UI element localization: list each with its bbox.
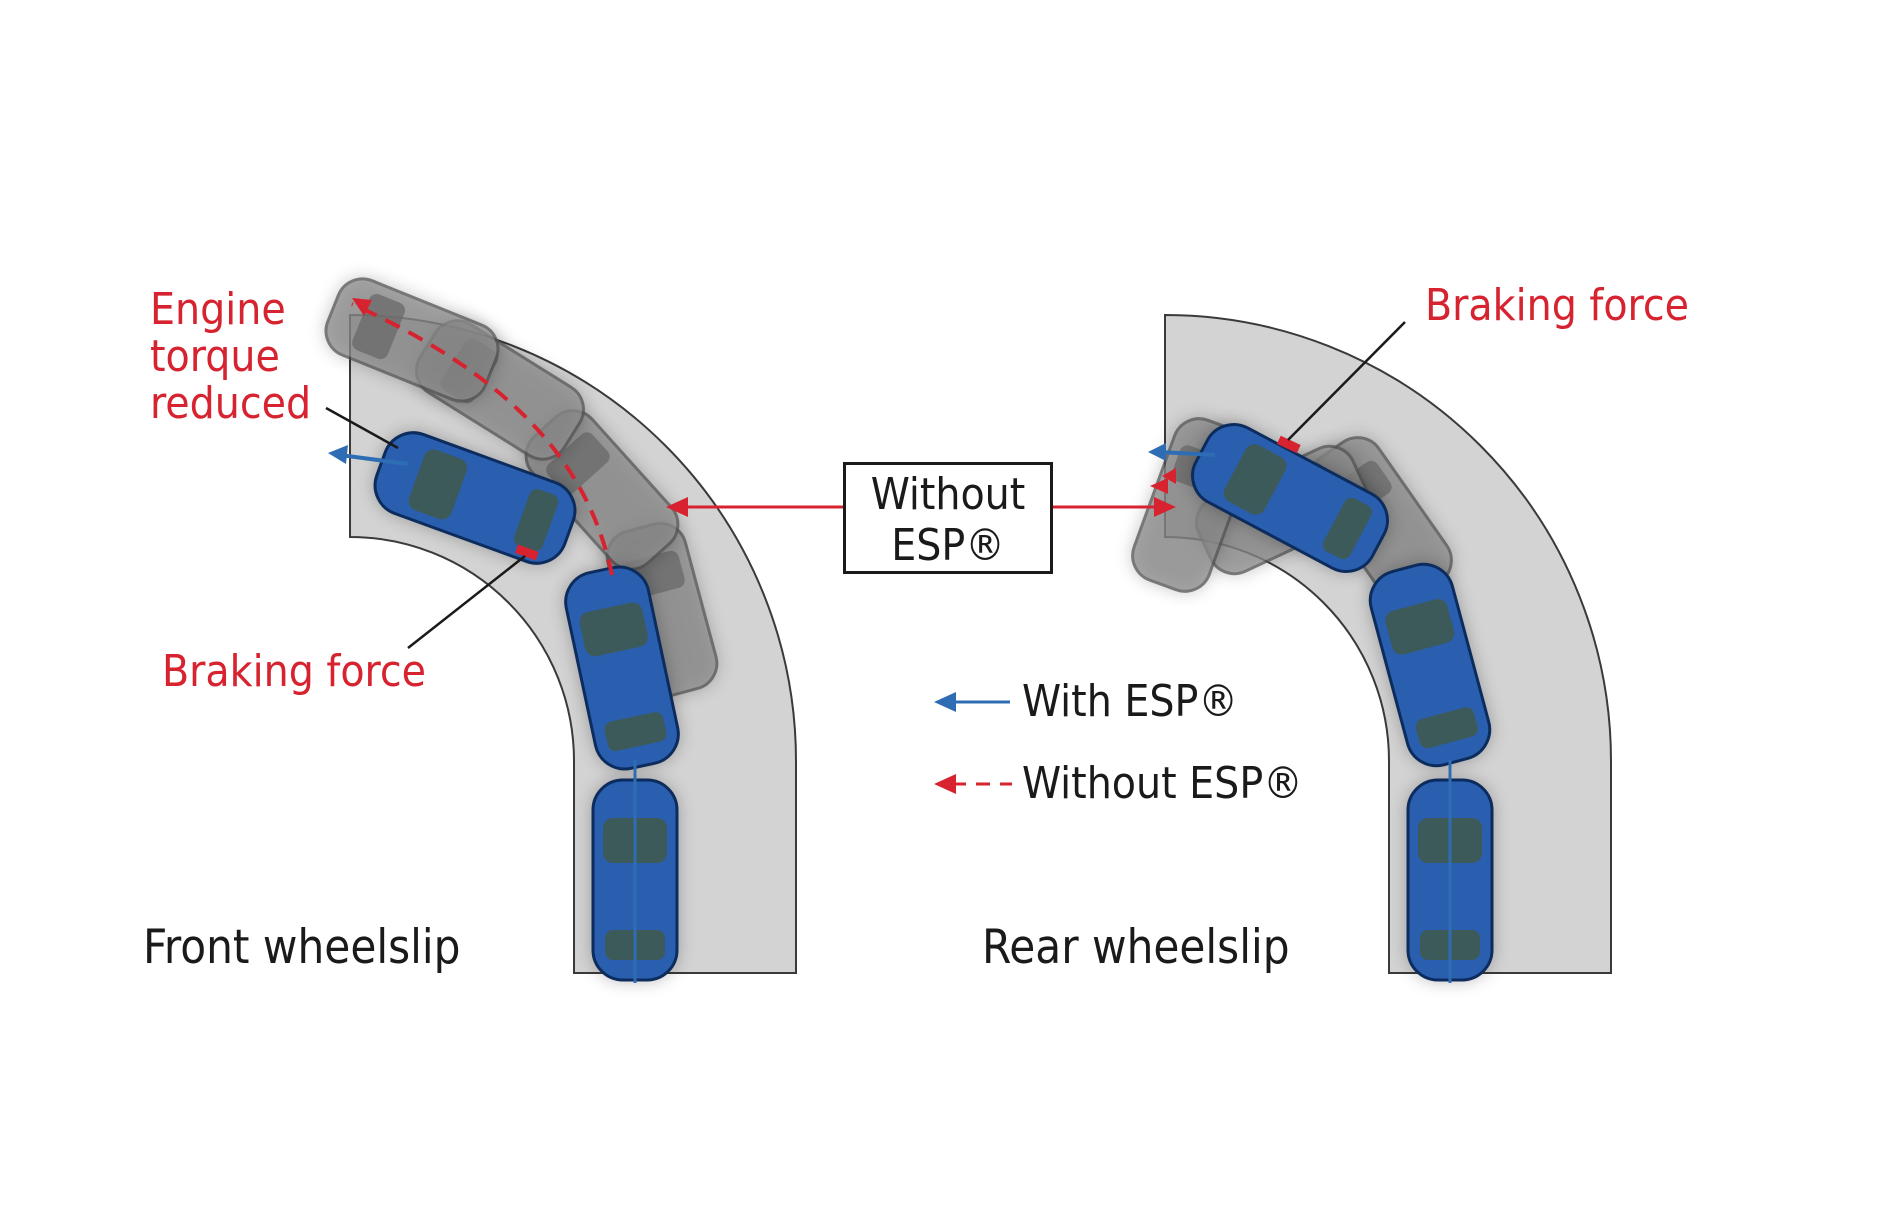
right-blue-arrow (1159, 450, 1216, 457)
caption-front-wheelslip: Front wheelslip (143, 920, 461, 975)
without-esp-box-line2: ESP® (891, 520, 1005, 571)
without-esp-box-line1: Without (870, 469, 1026, 520)
leader-engine-torque (325, 406, 399, 450)
center-arrow-left-head (666, 497, 688, 517)
right-blue-arrowhead (1148, 443, 1166, 461)
left-blue-arrow (339, 453, 409, 466)
legend-without-esp-label: Without ESP® (1022, 758, 1303, 809)
center-arrow-right-head (1154, 497, 1176, 517)
label-reduced-line: reduced (150, 378, 312, 429)
label-braking-force-left: Braking force (162, 646, 426, 697)
right-red-arrowheads (1150, 468, 1176, 494)
left-path-red-dashed (351, 302, 614, 576)
grey-car-1 (324, 277, 500, 403)
left-grey-cars (324, 277, 719, 699)
braking-marker-left (514, 544, 539, 561)
legend-with-esp-label: With ESP® (1022, 676, 1238, 727)
legend-without-esp-symbol (934, 774, 1012, 794)
legend-with-esp-symbol (934, 692, 1010, 712)
left-red-arrowhead (352, 298, 372, 316)
blue-car-r-mid (1368, 562, 1492, 768)
braking-marker-right (1276, 435, 1301, 454)
blue-car-turning (373, 431, 577, 565)
caption-rear-wheelslip: Rear wheelslip (982, 920, 1290, 975)
without-esp-box: Without ESP® (843, 462, 1053, 574)
label-torque-line: torque (150, 331, 280, 382)
blue-car-mid (564, 565, 680, 771)
right-blue-cars (1191, 423, 1494, 982)
blue-car-r-turning (1191, 423, 1389, 573)
leader-braking-left (407, 555, 526, 649)
label-braking-force-right: Braking force (1425, 280, 1689, 331)
label-engine-torque-reduced: Engine torque reduced (150, 286, 311, 427)
leader-braking-right (1287, 321, 1406, 441)
left-blue-arrowhead (328, 445, 348, 464)
label-engine-line: Engine (150, 284, 286, 335)
